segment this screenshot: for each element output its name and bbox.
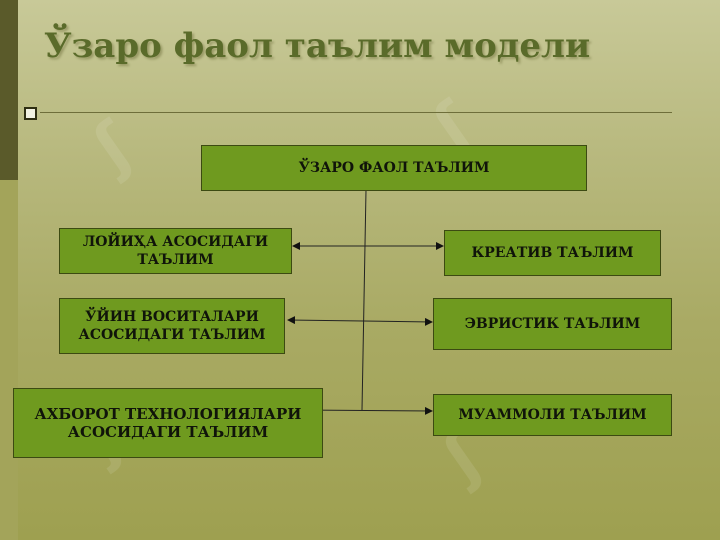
slide-title: Ўзаро фаол таълим модели xyxy=(44,26,591,66)
node-right-2: ЭВРИСТИК ТАЪЛИМ xyxy=(433,298,672,350)
node-left-3: АХБОРОТ ТЕХНОЛОГИЯЛАРИ АСОСИДАГИ ТАЪЛИМ xyxy=(13,388,323,458)
node-right-3: МУАММОЛИ ТАЪЛИМ xyxy=(433,394,672,436)
side-accent-bar-dark xyxy=(0,0,18,180)
node-right-1: КРЕАТИВ ТАЪЛИМ xyxy=(444,230,661,276)
title-divider xyxy=(40,112,672,113)
node-left-2: ЎЙИН ВОСИТАЛАРИ АСОСИДАГИ ТАЪЛИМ xyxy=(59,298,285,354)
node-left-1: ЛОЙИҲА АСОСИДАГИ ТАЪЛИМ xyxy=(59,228,292,274)
bullet-square-icon xyxy=(24,107,37,120)
trunk-line xyxy=(361,189,367,411)
node-top: ЎЗАРО ФАОЛ ТАЪЛИМ xyxy=(201,145,587,191)
connector-row-2 xyxy=(287,316,433,326)
